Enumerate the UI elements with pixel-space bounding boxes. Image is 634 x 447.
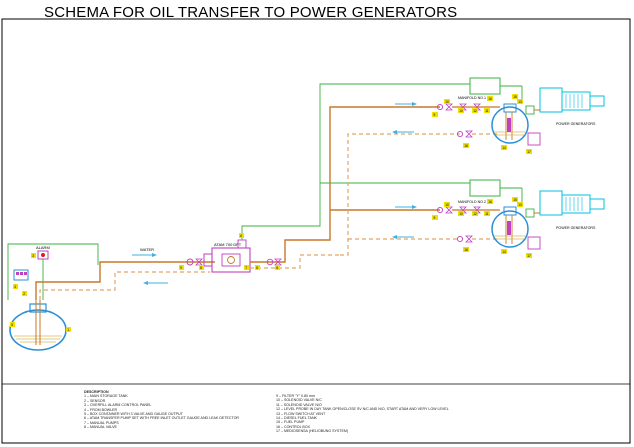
callout-main-9: 8 bbox=[276, 266, 278, 270]
atam-transfer-pump bbox=[203, 234, 251, 273]
legend-item: 4 – FROM BOWLER bbox=[84, 407, 118, 412]
callout-g1-10: 9 bbox=[434, 113, 436, 117]
callout-g1-6: 10 bbox=[445, 100, 449, 104]
alarm-label: ALARM bbox=[36, 245, 50, 250]
page-title: SCHEMA FOR OIL TRANSFER TO POWER GENERAT… bbox=[44, 4, 458, 21]
callout-g2-9: 17 bbox=[527, 254, 531, 258]
callout-g2-10: 9 bbox=[434, 216, 436, 220]
legend-item: 12 – LEVEL PROBE IN DAY TANK OPEN/CLOSE … bbox=[276, 407, 449, 412]
callout-g1-4: 13 bbox=[518, 100, 522, 104]
legend-item: 3 – OVERFILL ALARM CONTROL PANEL bbox=[84, 403, 152, 408]
callout-g2-2: 12 bbox=[473, 212, 477, 216]
callout-g1-5: 10 bbox=[459, 109, 463, 113]
supply-pipe-main bbox=[35, 261, 215, 300]
callout-main-4: 5 bbox=[11, 323, 13, 327]
legend-item: 15 – FUEL PUMP bbox=[276, 420, 305, 425]
legend-item: 7 – MANUAL PUMPS bbox=[84, 420, 119, 425]
callout-g2-3: 11 bbox=[485, 212, 489, 216]
callouts-main: 1 2 3 4 5 6 7 8 8 8 9 bbox=[10, 233, 280, 332]
callout-main-7: 8 bbox=[200, 266, 202, 270]
callout-g1-0: 16 bbox=[488, 97, 492, 101]
legend-item: 13 – FLOW SWITCH AT VENT bbox=[276, 411, 326, 416]
return-pipe-main bbox=[39, 271, 210, 300]
legend-item: 9 – FILTER "Y" 0.80 mm bbox=[276, 394, 316, 398]
legend-right: 9 – FILTER "Y" 0.80 mm 10 – SOLENOID VAL… bbox=[276, 394, 449, 434]
main-storage-tank bbox=[9, 300, 67, 351]
generator-group-2 bbox=[392, 179, 605, 250]
callouts-group-1: 16 15 12 11 13 10 10 18 14 17 9 bbox=[432, 94, 532, 154]
water-label: WATER bbox=[140, 247, 154, 252]
supply-trunk-gen1 bbox=[320, 106, 440, 241]
legend-item: 16 – CONTROL BOX bbox=[276, 424, 311, 429]
callout-g1-7: 18 bbox=[464, 144, 468, 148]
atam-label: ATAM 700 DFT bbox=[214, 242, 242, 247]
legend-item: 10 – SOLENOID VALVE N/C bbox=[276, 398, 322, 403]
flow-arrow-supply bbox=[132, 253, 157, 257]
sensor-box bbox=[13, 269, 29, 281]
callout-main-1: 2 bbox=[23, 292, 25, 296]
callout-g2-0: 16 bbox=[488, 200, 492, 204]
callout-main-10: 9 bbox=[180, 266, 182, 270]
callout-g2-4: 13 bbox=[518, 203, 522, 207]
callout-g2-8: 14 bbox=[502, 250, 506, 254]
control-line-gen1 bbox=[241, 83, 470, 234]
generator-group-1 bbox=[392, 77, 605, 146]
legend-item: 5 – BOX CONTAINER WITH 3 VALVE AND GAUGE… bbox=[84, 412, 183, 417]
callout-g1-8: 14 bbox=[502, 146, 506, 150]
legend-left: DESCRIPTION 1 – MAIN STORAGE TANK 2 – SE… bbox=[84, 390, 239, 430]
callout-main-3: 4 bbox=[14, 285, 16, 289]
legend-title: DESCRIPTION bbox=[84, 390, 109, 394]
manifold-1-label: MANIFOLD NO.1 bbox=[458, 96, 486, 100]
manifold-2-label: MANIFOLD NO.2 bbox=[458, 200, 486, 204]
callout-main-2: 3 bbox=[32, 254, 34, 258]
return-trunk-gen1 bbox=[340, 133, 460, 256]
supply-pipe-riser bbox=[250, 239, 320, 263]
signal-line-main bbox=[7, 243, 99, 300]
callout-g1-1: 15 bbox=[513, 95, 517, 99]
legend-item: 8 – MANUAL VALVE bbox=[84, 425, 117, 430]
manual-valve-main bbox=[186, 258, 203, 266]
callout-g1-9: 17 bbox=[527, 150, 531, 154]
legend-item: 6 – ATAM TRANSFER PUMP SET WITH FREE INL… bbox=[84, 416, 240, 421]
legend-item: 2 – SENSOR bbox=[84, 398, 106, 403]
overfill-alarm-panel bbox=[37, 250, 49, 260]
drawing-frame bbox=[1, 18, 631, 444]
callout-g1-3: 11 bbox=[485, 109, 489, 113]
callout-g2-7: 18 bbox=[464, 248, 468, 252]
callout-main-0: 1 bbox=[67, 328, 69, 332]
callout-g1-2: 12 bbox=[473, 109, 477, 113]
callout-main-5: 6 bbox=[240, 234, 242, 238]
flow-arrow-return bbox=[143, 281, 168, 285]
legend-item: 11 – SOLENOID VALVE N/O bbox=[276, 402, 322, 407]
callout-g2-1: 15 bbox=[513, 198, 517, 202]
generator-2-label: POWER GENERATORS bbox=[556, 226, 596, 230]
legend-item: 17 – MEDIOSENSA (HELIOBUNG SYSTEM) bbox=[276, 429, 349, 434]
callouts-group-2: 16 15 12 11 13 10 10 18 14 17 9 bbox=[432, 197, 532, 258]
legend-item: 14 – DIESEL FUEL TANK bbox=[276, 416, 317, 421]
legend-item: 1 – MAIN STORAGE TANK bbox=[84, 394, 128, 399]
callout-g2-6: 10 bbox=[445, 203, 449, 207]
callout-main-6: 7 bbox=[245, 266, 247, 270]
callout-g2-5: 10 bbox=[459, 212, 463, 216]
callout-main-8: 8 bbox=[256, 266, 258, 270]
generator-1-label: POWER GENERATORS bbox=[556, 122, 596, 126]
